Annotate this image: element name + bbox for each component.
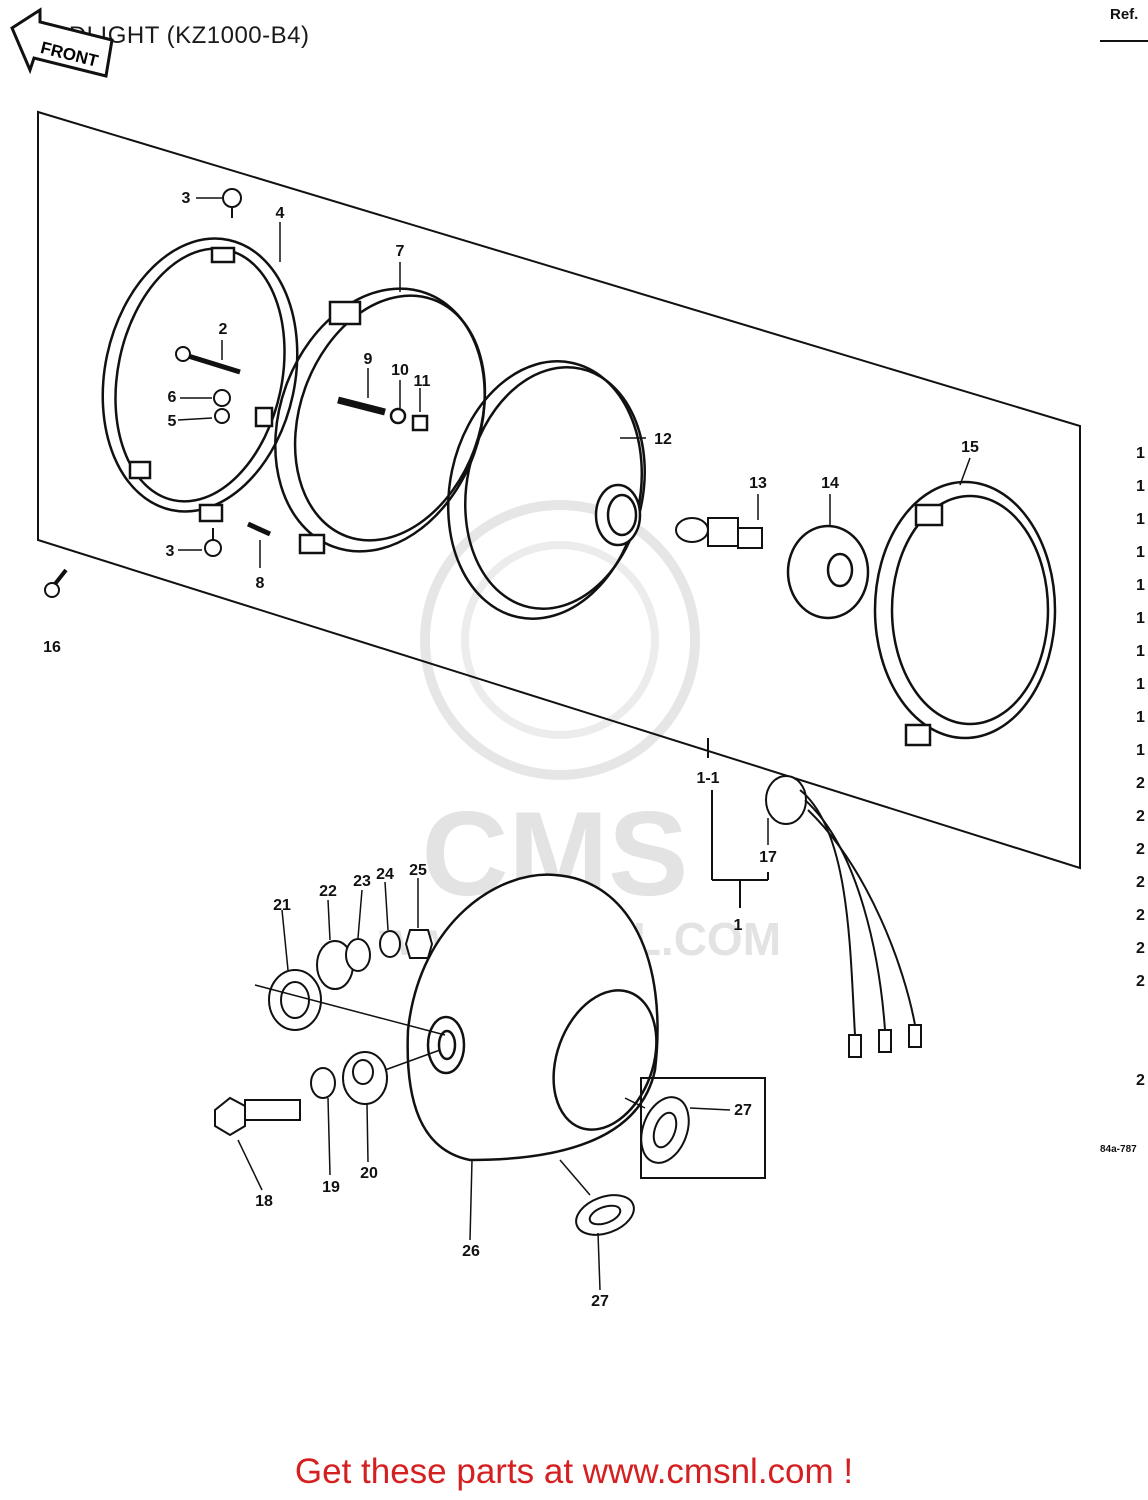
callout-11: 11 [414, 373, 431, 390]
side-ref-number: 2 [1136, 1072, 1145, 1089]
callout-6: 6 [168, 389, 177, 406]
callout-20: 20 [360, 1165, 378, 1182]
callout-15: 15 [961, 439, 979, 456]
rim-assembly-part [873, 480, 1057, 747]
callout-9: 9 [364, 351, 373, 368]
side-ref-number: 1 [1136, 610, 1145, 627]
callout-7: 7 [396, 243, 405, 260]
side-ref-number: 2 [1136, 907, 1145, 924]
callout-24: 24 [376, 866, 394, 883]
housing-part [406, 873, 659, 1162]
side-ref-number: 2 [1136, 775, 1145, 792]
bulb-part [675, 517, 763, 549]
callout-18: 18 [255, 1193, 273, 1210]
side-ref-number: 1 [1136, 445, 1145, 462]
side-ref-number: 2 [1136, 874, 1145, 891]
mounting-hardware-top [254, 929, 446, 1036]
small-parts-left [44, 188, 272, 598]
headlight-unit-part [446, 360, 646, 620]
assembly-frame [37, 110, 1081, 870]
side-ref-number: 1 [1136, 511, 1145, 528]
callout-14: 14 [821, 475, 839, 492]
callout-labels: 3 4 2 6 5 3 8 16 7 9 10 11 12 13 14 15 1… [43, 190, 979, 1310]
callout-5: 5 [168, 413, 177, 430]
callout-21: 21 [273, 897, 291, 914]
side-ref-number: 2 [1136, 973, 1145, 990]
side-ref-number: 1 [1136, 478, 1145, 495]
callout-26: 26 [462, 1243, 480, 1260]
callout-23: 23 [353, 873, 371, 890]
side-ref-number: 2 [1136, 808, 1145, 825]
side-ref-number: 1 [1136, 577, 1145, 594]
leader-lines [177, 197, 971, 1291]
callout-27-bottom: 27 [591, 1293, 609, 1310]
bulb-cover-part [786, 524, 870, 620]
socket-wires-part [765, 775, 922, 1058]
callout-10: 10 [391, 362, 409, 379]
callout-19: 19 [322, 1179, 340, 1196]
side-ref-number: 1 [1136, 544, 1145, 561]
ref-label: Ref. [1110, 6, 1139, 23]
grommets-part [559, 1077, 766, 1236]
callout-13: 13 [749, 475, 767, 492]
mounting-hardware-bottom [214, 1049, 441, 1137]
callout-1: 1 [734, 917, 743, 934]
callout-25: 25 [409, 862, 427, 879]
callout-1-1: 1-1 [696, 770, 719, 787]
side-ref-number: 2 [1136, 841, 1145, 858]
callout-16: 16 [43, 639, 61, 656]
callout-3-top: 3 [182, 190, 191, 207]
figure-code: 84a-787 [1100, 1144, 1137, 1155]
rim-part [101, 237, 299, 523]
side-ref-number: 1 [1136, 709, 1145, 726]
assembly-bracket [707, 738, 769, 908]
callout-2: 2 [219, 321, 228, 338]
callout-22: 22 [319, 883, 337, 900]
callout-27-right: 27 [734, 1102, 752, 1119]
callout-12: 12 [654, 431, 672, 448]
callout-17: 17 [759, 849, 777, 866]
side-ref-number: 1 [1136, 742, 1145, 759]
footer-link[interactable]: Get these parts at www.cmsnl.com ! [294, 1452, 854, 1491]
callout-4: 4 [276, 205, 285, 222]
side-ref-number: 2 [1136, 940, 1145, 957]
ref-underline [1100, 40, 1148, 42]
front-arrow: FRONT [10, 7, 114, 78]
side-ref-number: 1 [1136, 643, 1145, 660]
side-ref-number: 1 [1136, 676, 1145, 693]
callout-8: 8 [256, 575, 265, 592]
callout-3-bottom: 3 [166, 543, 175, 560]
